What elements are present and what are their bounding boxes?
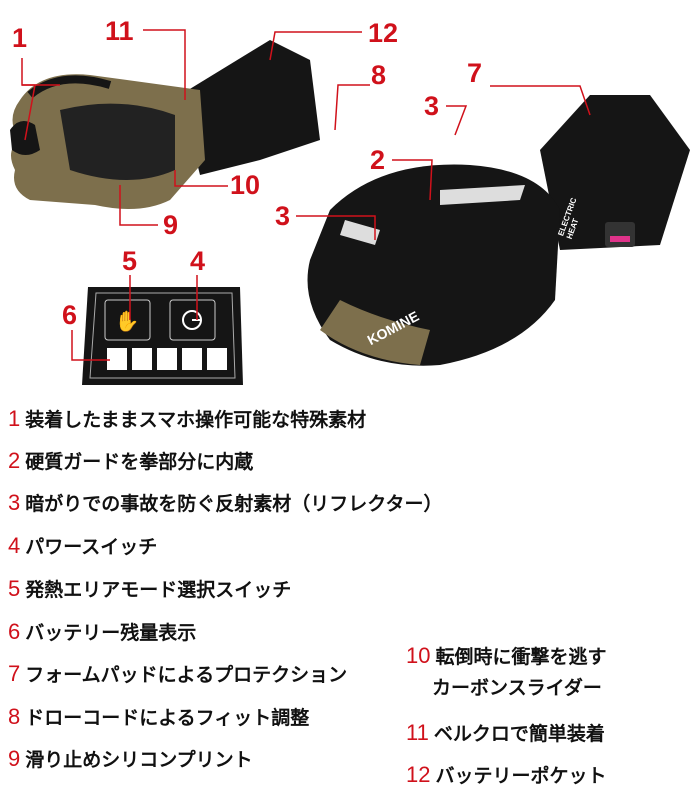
heat-area-button (104, 299, 151, 341)
control-panel-diagram: ✋ (82, 287, 243, 385)
callout-8: 8 (371, 60, 387, 90)
callout-1: 1 (12, 23, 28, 53)
callout-11: 11 (105, 16, 134, 46)
callout-5: 5 (122, 246, 138, 276)
callout-7: 7 (467, 58, 483, 88)
callout-3-top: 3 (424, 91, 440, 121)
right-glove-back (307, 95, 690, 366)
battery-level-indicator (107, 348, 227, 370)
leader-lines (21, 29, 591, 361)
power-button (169, 299, 216, 341)
callout-3: 3 (275, 201, 291, 231)
feature-item-continuation: カーボンスライダー (432, 677, 602, 699)
callout-10: 10 (230, 170, 261, 200)
callout-12: 12 (368, 18, 399, 48)
left-glove-palm (10, 40, 320, 210)
callout-2: 2 (370, 145, 386, 175)
product-illustration: ✋ (10, 29, 690, 385)
callout-6: 6 (62, 300, 78, 330)
callout-9: 9 (163, 210, 179, 240)
hand-icon: ✋ (115, 309, 140, 333)
callout-4: 4 (190, 246, 206, 276)
